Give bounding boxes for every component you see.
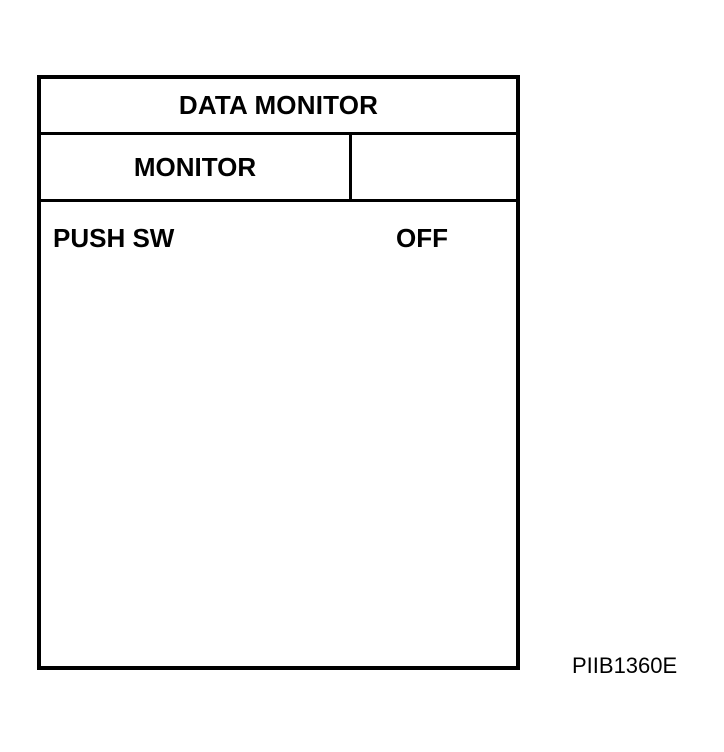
mode-aux-cell (352, 135, 516, 199)
monitor-item-name: PUSH SW (53, 223, 175, 253)
screen-title: DATA MONITOR (41, 79, 516, 135)
mode-header-row: MONITOR (41, 135, 516, 202)
figure-id-label: PIIB1360E (572, 653, 678, 678)
data-monitor-screen: DATA MONITOR MONITOR PUSH SW OFF (37, 75, 520, 670)
monitor-mode-label: MONITOR (41, 135, 352, 199)
monitor-item-row: PUSH SW OFF (41, 220, 516, 256)
monitor-item-value: OFF (396, 223, 448, 253)
monitor-item-list: PUSH SW OFF (41, 202, 516, 666)
